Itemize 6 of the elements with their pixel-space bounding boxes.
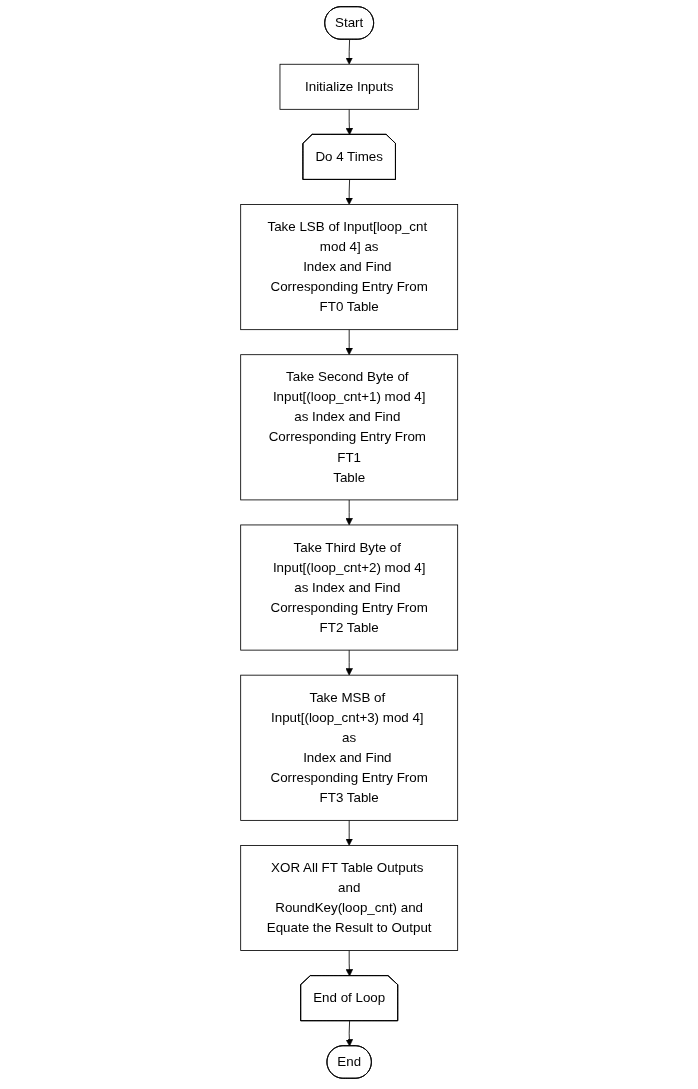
node-box: Take MSB of Input[(loop_cnt+3) mod 4] as Index and Find Corresponding Entry From FT3 Table: [240, 674, 458, 821]
node-box: Take Third Byte of Input[(loop_cnt+2) mod 4] as Index and Find Corresponding Entry From FT2 Table: [240, 524, 458, 651]
node-box: Take LSB of Input[loop_cnt mod 4] as Index and Find Corresponding Entry From FT0 Table: [240, 204, 458, 331]
node-box: Initialize Inputs: [279, 63, 419, 110]
node-box: XOR All FT Table Outputs and RoundKey(loop_cnt) and Equate the Result to Output: [240, 845, 458, 951]
node-box: Take Second Byte of Input[(loop_cnt+1) mod 4] as Index and Find Corresponding Entry From FT1 Table: [240, 354, 458, 501]
